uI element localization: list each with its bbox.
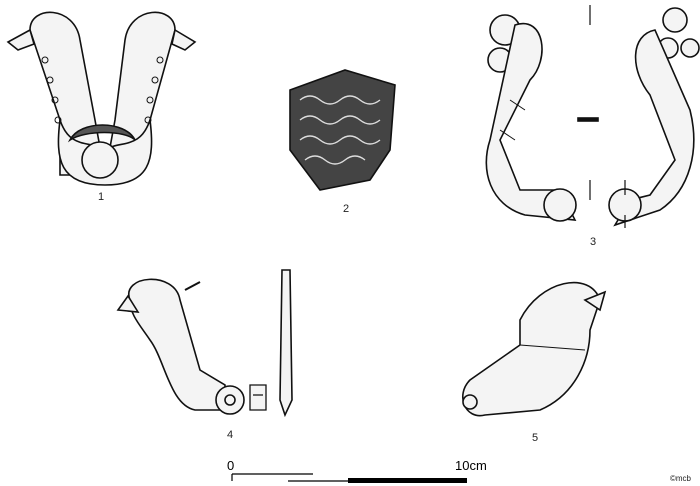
artifact-1-drawing (6, 11, 197, 186)
figure-label-2: 2 (343, 203, 350, 215)
figure-label-3: 3 (590, 236, 597, 248)
scale-end-label: 10cm (455, 458, 487, 473)
scale-start-label: 0 (227, 458, 235, 473)
figure-label-4: 4 (227, 429, 234, 441)
artifact-3-drawing (485, 5, 700, 228)
artifact-4-drawing (116, 269, 293, 418)
artifact-5-drawing (461, 281, 607, 417)
figure-label-5: 5 (532, 432, 539, 444)
credit-mark: ©mcb (670, 474, 692, 483)
figure-label-1: 1 (98, 191, 105, 203)
artifact-2-drawing (289, 69, 396, 191)
